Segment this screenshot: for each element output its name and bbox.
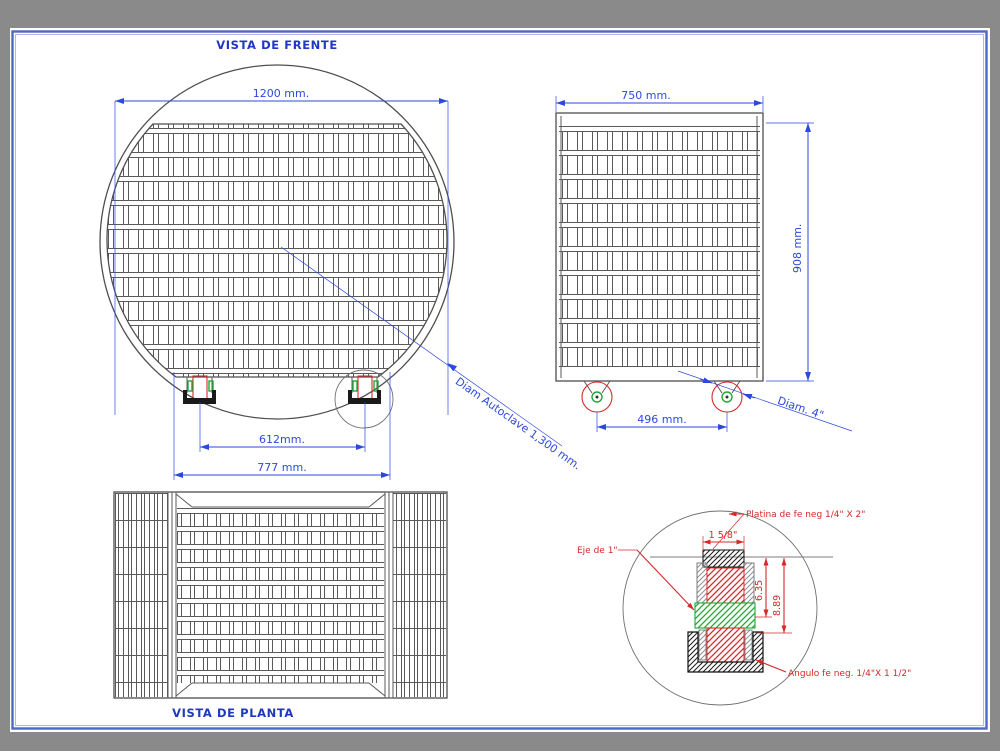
basket-grid-side <box>559 126 760 368</box>
dim-612: 612mm. <box>199 402 366 452</box>
dim-1200-text: 1200 mm. <box>253 87 309 100</box>
basket-side-outline <box>555 112 764 382</box>
axle-section-upper <box>706 567 745 604</box>
detail-view: 1 5/8" 6.35 8.89 Platina de fe neg 1/4" … <box>577 510 911 706</box>
dim-750-text: 750 mm. <box>621 89 670 102</box>
side-wheel-right <box>711 380 743 413</box>
plan-right-rack <box>393 493 446 697</box>
label-platina: Platina de fe neg 1/4" X 2" <box>746 510 865 520</box>
spacer-right <box>744 629 753 661</box>
label-angulo: Angulo fe neg. 1/4"X 1 1/2" <box>788 669 911 679</box>
autoclave-circle <box>99 64 455 420</box>
basket-grid-plan <box>177 508 384 683</box>
paper-frame-border <box>11 30 988 730</box>
spacer-left <box>698 629 707 661</box>
front-wheel-right <box>348 375 381 404</box>
side-wheel-left <box>581 380 613 413</box>
leader-eje: Eje de 1" <box>577 546 695 611</box>
platina-plate-section <box>702 549 745 568</box>
plan-left-rack <box>115 493 168 697</box>
dim-612-text: 612mm. <box>259 433 305 446</box>
detail-assembly <box>687 549 764 673</box>
dim-496-text: 496 mm. <box>637 413 686 426</box>
side-view: 750 mm. 908 mm. 496 <box>555 89 853 432</box>
dim-908-text: 908 mm. <box>791 224 804 273</box>
detail-dim-outer-height-text: 8.89 <box>772 595 783 616</box>
dim-777-text: 777 mm. <box>257 461 306 474</box>
plan-view: VISTA DE PLANTA <box>113 491 448 720</box>
angle-channel-section <box>687 631 764 673</box>
front-view-title: VISTA DE FRENTE <box>216 38 338 52</box>
axle-section-lower <box>706 627 745 663</box>
detail-circle <box>622 510 818 706</box>
leader-platina: Platina de fe neg 1/4" X 2" <box>712 510 865 550</box>
detail-reference-circle <box>334 369 394 429</box>
basket-grid-front <box>106 123 448 378</box>
plan-view-title: VISTA DE PLANTA <box>172 706 294 720</box>
bushing-section <box>694 602 756 629</box>
dim-750: 750 mm. <box>555 89 764 112</box>
leader-arrowhead <box>447 363 457 372</box>
detail-dim-plate-width: 1 5/8" <box>702 530 745 551</box>
label-eje: Eje de 1" <box>577 546 618 556</box>
detail-dim-inner-height-text: 6.35 <box>754 580 765 601</box>
dim-496: 496 mm. <box>596 412 728 432</box>
front-wheel-left <box>183 375 216 404</box>
detail-dim-inner-height: 6.35 <box>754 558 772 618</box>
plan-outline <box>113 491 448 699</box>
detail-dim-plate-width-text: 1 5/8" <box>709 530 738 541</box>
bracket-side-plate-left <box>696 562 708 604</box>
dim-1200: 1200 mm. <box>114 87 449 415</box>
leader-angulo: Angulo fe neg. 1/4"X 1 1/2" <box>755 659 911 679</box>
dim-777: 777 mm. <box>173 372 391 480</box>
paper-frame-inner <box>15 34 984 726</box>
bracket-side-plate-right <box>743 562 755 604</box>
dim-908: 908 mm. <box>766 122 814 382</box>
detail-dim-outer-height: 8.89 <box>757 558 792 634</box>
